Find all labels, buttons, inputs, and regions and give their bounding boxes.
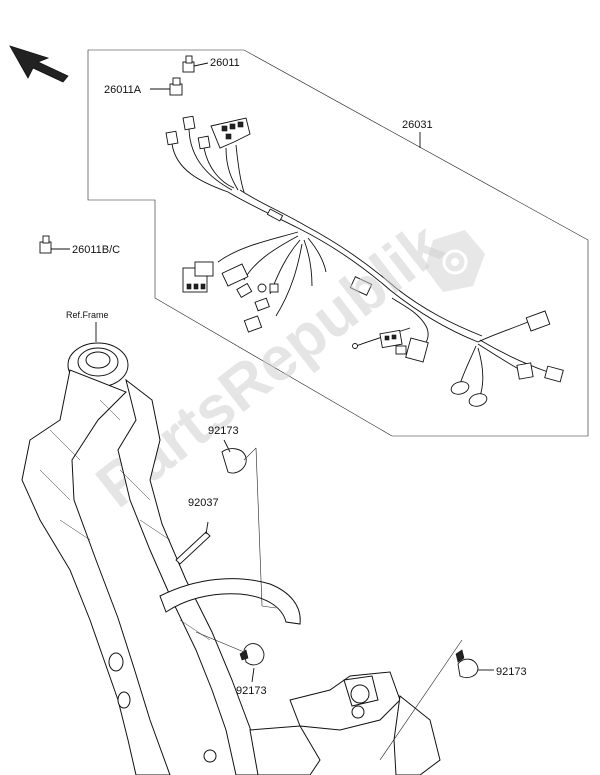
band-92037[interactable]: [175, 521, 211, 565]
label-26011bc: 26011B/C: [72, 244, 120, 256]
label-26011a: 26011A: [104, 84, 142, 96]
gear-logo-icon: [425, 230, 485, 292]
label-ref-frame: Ref.Frame: [66, 310, 109, 320]
label-92037: 92037: [188, 497, 219, 509]
clamp-92173-top[interactable]: [221, 439, 277, 609]
label-92173-bottom: 92173: [236, 685, 267, 697]
connector-26011[interactable]: [182, 55, 209, 73]
connector-26011bc[interactable]: [39, 235, 70, 254]
front-direction-arrow-icon: [9, 45, 69, 83]
clamp-92173-right[interactable]: [379, 639, 494, 761]
reference-frame: [21, 322, 441, 775]
label-26011: 26011: [210, 57, 240, 69]
label-26031: 26031: [402, 119, 433, 131]
clamp-92173-bottom[interactable]: [195, 631, 265, 683]
wiring-harness-26031[interactable]: [165, 115, 564, 408]
connector-26011a[interactable]: [150, 77, 183, 96]
harness-group-outline: [87, 49, 589, 437]
label-92173-top: 92173: [208, 425, 239, 437]
label-92173-right: 92173: [496, 666, 527, 678]
